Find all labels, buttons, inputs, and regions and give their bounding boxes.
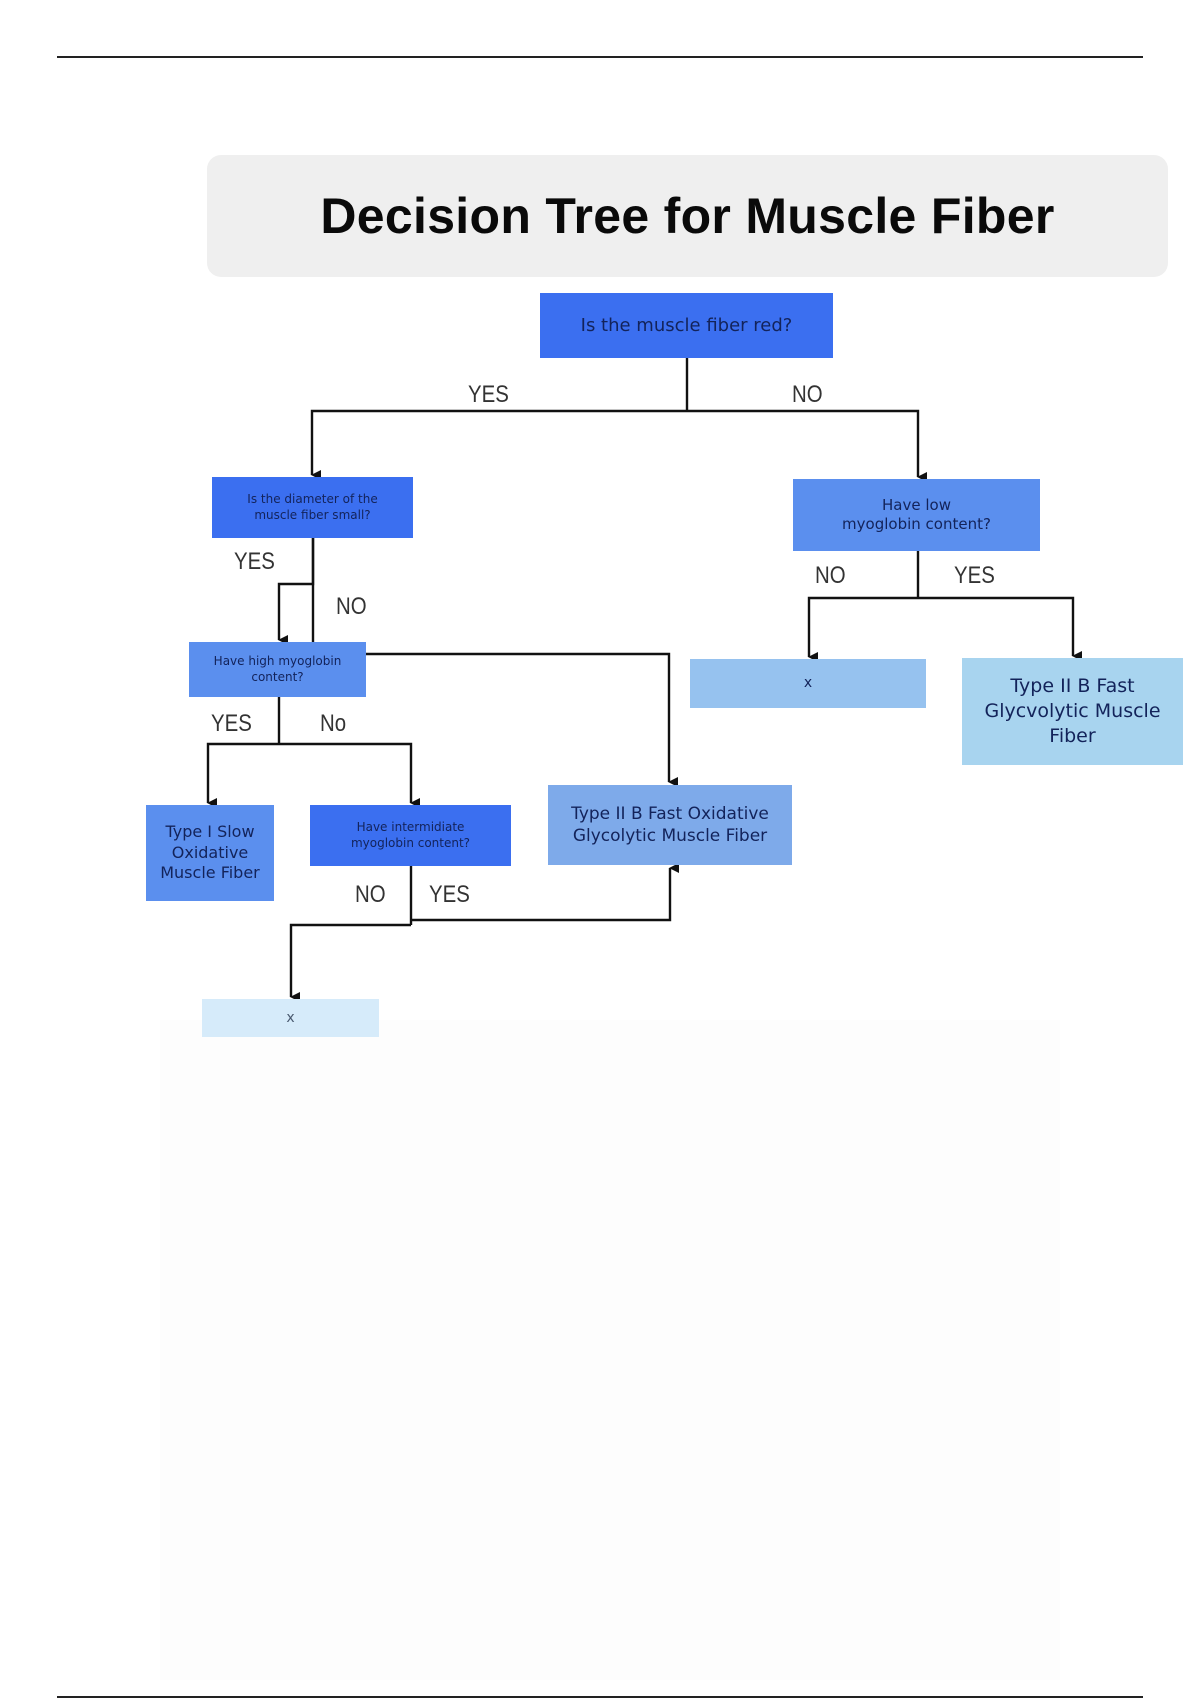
top-rule: [57, 56, 1143, 58]
node-result-x-bottom-text: x: [286, 1009, 295, 1026]
connector-root-yes: [310, 409, 687, 480]
node-intermediate-myoglobin-question-text: Have intermidiate myoglobin content?: [350, 819, 471, 850]
node-result-type-i-so: Type I Slow Oxidative Muscle Fiber: [146, 805, 274, 901]
branch-label-low-yes: YES: [954, 562, 995, 589]
connector-low-no: [807, 596, 918, 662]
node-high-myoglobin-question: Have high myoglobin content?: [189, 642, 366, 697]
branch-label-low-no: NO: [815, 562, 846, 589]
node-result-x-right: x: [690, 659, 926, 708]
node-result-type-iib-fog-text: Type II B Fast Oxidative Glycolytic Musc…: [571, 803, 769, 846]
branch-label-intermediate-yes: YES: [429, 881, 470, 908]
branch-label-root-yes: YES: [468, 381, 509, 408]
node-result-type-i-so-text: Type I Slow Oxidative Muscle Fiber: [160, 821, 260, 883]
connector-high-yes: [206, 742, 279, 808]
node-diameter-question: Is the diameter of the muscle fiber smal…: [212, 477, 413, 538]
bottom-rule: [57, 1696, 1143, 1698]
branch-label-high-yes: YES: [211, 710, 252, 737]
node-result-type-iib-fog: Type II B Fast Oxidative Glycolytic Musc…: [548, 785, 792, 865]
node-root-question: Is the muscle fiber red?: [540, 293, 833, 358]
node-low-myoglobin-question-text: Have low myoglobin content?: [842, 495, 991, 534]
node-diameter-question-text: Is the diameter of the muscle fiber smal…: [247, 491, 378, 522]
title-panel: Decision Tree for Muscle Fiber: [207, 155, 1168, 277]
node-root-question-text: Is the muscle fiber red?: [580, 314, 793, 336]
branch-label-diameter-yes: YES: [234, 548, 275, 575]
node-result-x-right-text: x: [803, 675, 813, 692]
node-high-myoglobin-question-text: Have high myoglobin content?: [213, 653, 342, 684]
connector-low-yes: [918, 596, 1082, 661]
node-intermediate-myoglobin-question: Have intermidiate myoglobin content?: [310, 805, 511, 866]
connector-diameter-no: [311, 538, 678, 787]
connector-diameter-yes: [277, 538, 315, 645]
branch-label-diameter-no: NO: [336, 593, 367, 620]
node-result-x-bottom: x: [202, 999, 379, 1037]
connector-intermediate-yes: [411, 863, 679, 922]
branch-label-high-no: No: [320, 710, 347, 737]
page-title: Decision Tree for Muscle Fiber: [320, 188, 1055, 244]
connector-intermediate-no: [289, 923, 411, 1002]
page-background-panel: [160, 1020, 1060, 1680]
node-low-myoglobin-question: Have low myoglobin content?: [793, 479, 1040, 551]
connector-root-no: [687, 409, 927, 482]
branch-label-intermediate-no: NO: [355, 881, 386, 908]
node-result-type-iib-fg: Type II B Fast Glycvolytic Muscle Fiber: [962, 658, 1183, 765]
connector-high-no: [279, 742, 420, 808]
node-result-type-iib-fg-text: Type II B Fast Glycvolytic Muscle Fiber: [984, 675, 1161, 747]
branch-label-root-no: NO: [792, 381, 823, 408]
